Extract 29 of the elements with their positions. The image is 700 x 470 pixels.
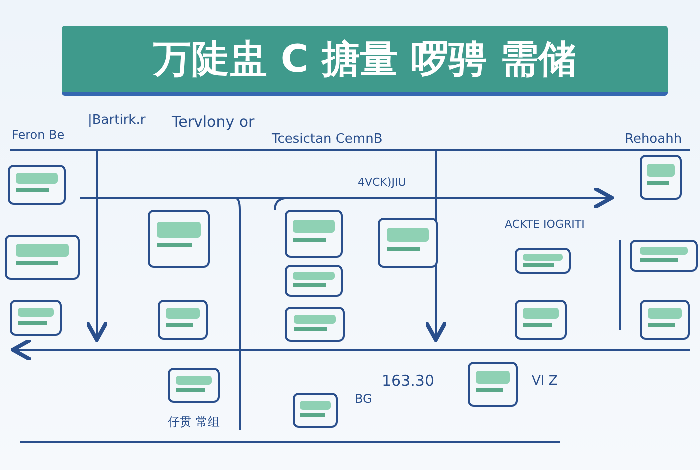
screen-picture <box>5 235 80 280</box>
diagram-label: 仔贯 常组 <box>168 414 220 431</box>
screen-picture <box>148 210 210 268</box>
screen-picture <box>8 165 66 205</box>
diagram-label: BG <box>355 392 372 406</box>
screen-picture <box>515 248 571 274</box>
screen-picture <box>285 307 345 342</box>
diagram-label: Rehoahh <box>625 132 682 147</box>
diagram-label: 163.30 <box>382 372 434 390</box>
screen-picture <box>515 300 567 340</box>
screen-picture <box>285 265 343 297</box>
screen-picture <box>293 393 338 428</box>
diagram-label: Tervlony or <box>172 113 255 131</box>
diagram-label: Feron Be <box>12 128 65 142</box>
diagram-label: |Bartirk.r <box>88 113 146 128</box>
title-banner: 万陡盅 C 搪量 啰骋 需储 <box>62 26 668 96</box>
screen-picture <box>468 362 518 407</box>
screen-picture <box>378 218 438 268</box>
screen-picture <box>10 300 62 336</box>
screen-picture <box>640 300 690 340</box>
screen-picture <box>285 210 343 258</box>
screen-picture <box>630 240 698 272</box>
diagram-label: VI Z <box>532 374 558 389</box>
screen-picture <box>640 155 682 200</box>
diagram-label: 4VCK)JIU <box>358 176 406 189</box>
screen-picture <box>168 368 220 403</box>
diagram-label: ACKTE IOGRITI <box>505 218 585 231</box>
screen-picture <box>158 300 208 340</box>
diagram-label: Tcesictan CemnB <box>272 132 383 147</box>
